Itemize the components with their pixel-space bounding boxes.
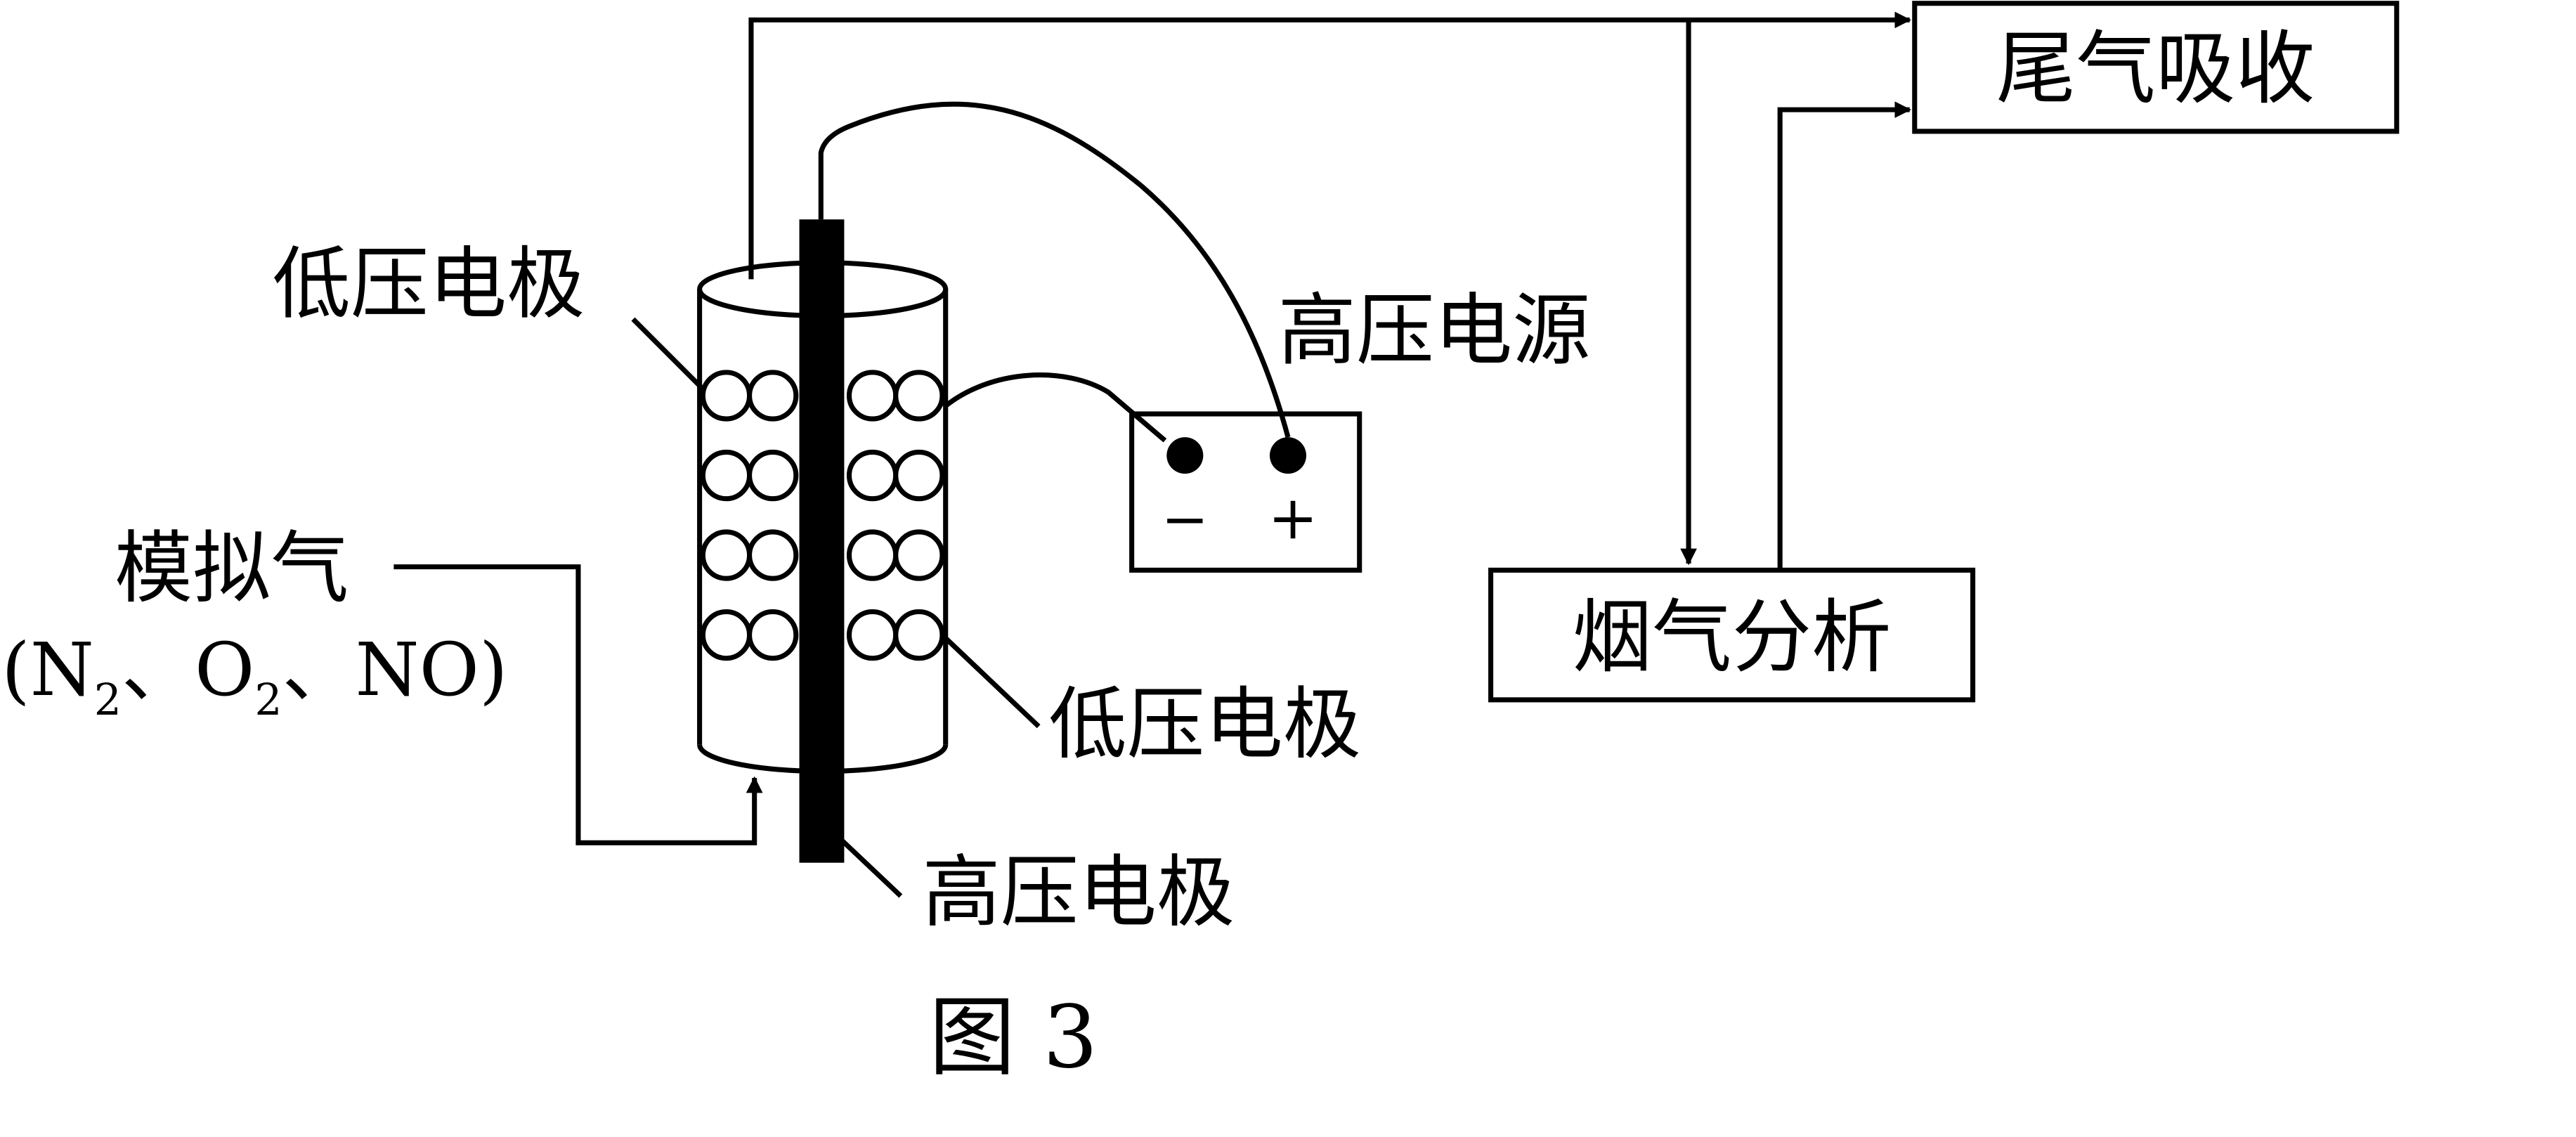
coil-ring (700, 449, 753, 502)
coil-ring (700, 609, 753, 661)
flue-gas-analysis-label: 烟气分析 (1573, 591, 1892, 684)
label-low-voltage-electrode-top: 低压电极 (273, 239, 585, 330)
low-voltage-coils (700, 370, 945, 661)
label-gas-composition: (N2、O2、NO) (1, 627, 507, 725)
coil-ring (700, 370, 753, 422)
wire-negative-to-coils (942, 372, 1167, 443)
coil-ring (893, 370, 945, 422)
coil-ring (893, 529, 945, 581)
figure-caption: 图 3 (929, 988, 1098, 1089)
wire-positive-to-rod (818, 101, 1291, 438)
coil-ring (846, 449, 899, 502)
gas-o-subscript: 2 (254, 675, 282, 725)
power-supply-frame (1129, 411, 1362, 573)
coil-ring (846, 609, 899, 661)
coil-ring (700, 529, 753, 581)
label-low-voltage-electrode-right: 低压电极 (1048, 680, 1361, 770)
coil-ring (747, 609, 799, 661)
leader-low-voltage-top (631, 317, 705, 391)
label-high-voltage-power-supply: 高压电源 (1278, 286, 1591, 377)
gas-sep-o: 、O (122, 627, 254, 713)
coil-ring (893, 609, 945, 661)
outlet-gas-line (748, 11, 1912, 280)
coil-ring (747, 449, 799, 502)
high-voltage-electrode-rod (799, 219, 845, 863)
positive-terminal (1269, 437, 1307, 474)
minus-sign: − (1162, 486, 1209, 552)
leader-high-voltage-electrode (839, 837, 903, 898)
coil-ring (747, 529, 799, 581)
coil-ring (846, 370, 899, 422)
tail-gas-absorption-box: 尾气吸收 (1912, 1, 2400, 134)
gas-n-subscript: 2 (94, 675, 122, 725)
gas-rest: 、NO) (282, 627, 507, 713)
analysis-to-absorption-line (1777, 101, 1912, 571)
label-high-voltage-electrode: 高压电极 (923, 847, 1235, 938)
leader-low-voltage-right (940, 633, 1041, 729)
label-simulated-gas: 模拟气 (115, 524, 349, 614)
coil-ring (747, 370, 799, 422)
negative-terminal (1166, 437, 1204, 474)
tail-gas-absorption-label: 尾气吸收 (1996, 22, 2315, 115)
gas-open: (N (1, 627, 94, 713)
coil-ring (846, 529, 899, 581)
coil-ring (893, 449, 945, 502)
plus-sign: + (1268, 483, 1318, 553)
inlet-gas-line (393, 564, 763, 845)
flue-gas-analysis-box: 烟气分析 (1488, 567, 1976, 703)
power-supply-box: − + (1129, 411, 1362, 573)
